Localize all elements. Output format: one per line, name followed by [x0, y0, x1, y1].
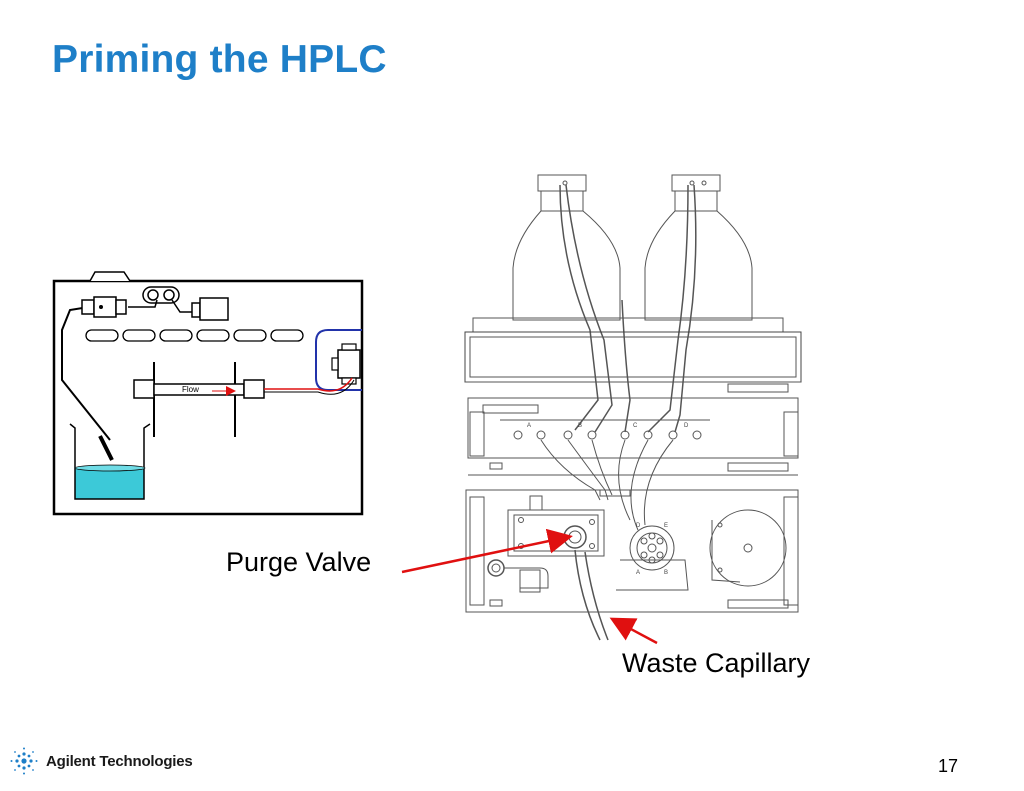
waste-capillary-arrow: [609, 617, 658, 645]
slide-title: Priming the HPLC: [52, 38, 387, 81]
valve-label-b: B: [664, 570, 668, 576]
flow-label: Flow: [182, 385, 199, 394]
inset-purge-diagram: Flow: [52, 271, 364, 516]
valve-label-a: A: [636, 570, 640, 576]
page-number: 17: [938, 756, 959, 776]
agilent-logo: Agilent Technologies: [8, 745, 193, 777]
brand-name: Agilent Technologies: [46, 752, 193, 770]
channel-label-a: A: [527, 423, 531, 429]
pump-channel-labels: A B C D A B D E: [527, 423, 689, 576]
solvent-bottle-b: [644, 174, 753, 321]
valve-label-d: D: [636, 523, 641, 529]
channel-label-d: D: [684, 423, 689, 429]
purge-valve-callout: Purge Valve: [226, 547, 372, 577]
valve-label-e: E: [664, 523, 668, 529]
channel-label-c: C: [633, 423, 638, 429]
channel-label-b: B: [578, 423, 582, 429]
solvent-bottle-a: [512, 174, 621, 321]
hplc-pump-drawing: [464, 174, 802, 641]
purge-valve-arrow: [401, 528, 573, 574]
spark-icon: [10, 747, 38, 775]
waste-capillary-callout: Waste Capillary: [622, 648, 811, 678]
solvent-beaker: [69, 423, 151, 500]
